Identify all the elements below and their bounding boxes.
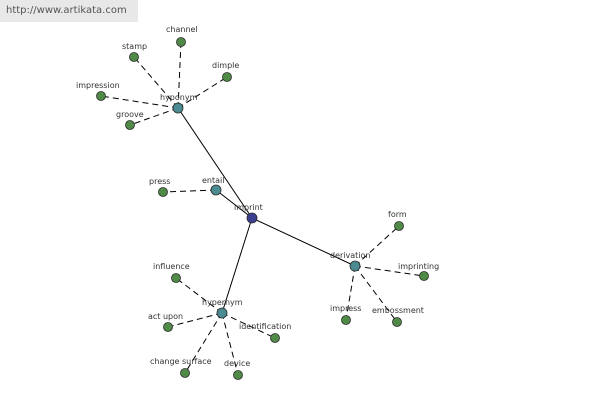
label-hypernym[interactable]: hypernym [202, 298, 243, 307]
edge-hypernym-influence [175, 277, 223, 314]
node-imprinting[interactable] [419, 271, 429, 281]
node-influence[interactable] [171, 273, 181, 283]
node-groove[interactable] [125, 120, 135, 130]
node-change-surface[interactable] [180, 368, 190, 378]
label-change-surface[interactable]: change surface [150, 357, 212, 366]
node-hypernym[interactable] [216, 307, 228, 319]
label-channel[interactable]: channel [166, 25, 198, 34]
label-influence[interactable]: influence [153, 262, 190, 271]
edge-derivation-embossment [354, 265, 398, 323]
node-form[interactable] [394, 221, 404, 231]
label-groove[interactable]: groove [116, 110, 144, 119]
labels-layer: imprint hyponym derivation hypernym entail ch… [76, 25, 439, 368]
label-center[interactable]: imprint [234, 203, 263, 212]
edge-derivation-imprinting [354, 265, 425, 277]
label-dimple[interactable]: dimple [212, 61, 239, 70]
nodes-layer [96, 37, 429, 380]
label-embossment[interactable]: embossment [372, 306, 424, 315]
label-press[interactable]: press [149, 177, 170, 186]
edge-center-derivation [251, 217, 356, 267]
node-channel[interactable] [176, 37, 186, 47]
node-dimple[interactable] [222, 72, 232, 82]
edge-center-entail [215, 189, 253, 219]
label-impression[interactable]: impression [76, 81, 120, 90]
edge-entail-press [162, 189, 217, 193]
node-stamp[interactable] [129, 52, 139, 62]
label-identification[interactable]: identification [239, 322, 291, 331]
label-device[interactable]: device [224, 359, 250, 368]
node-impress[interactable] [341, 315, 351, 325]
label-derivation[interactable]: derivation [330, 251, 370, 260]
edge-hypernym-device [221, 312, 239, 376]
label-act-upon[interactable]: act upon [148, 312, 183, 321]
edges-layer [100, 41, 425, 376]
label-entail[interactable]: entail [202, 176, 224, 185]
node-impression[interactable] [96, 91, 106, 101]
label-imprinting[interactable]: imprinting [398, 262, 439, 271]
edge-center-hyponym [177, 107, 253, 219]
node-press[interactable] [158, 187, 168, 197]
edge-derivation-form [354, 225, 400, 267]
label-form[interactable]: form [388, 210, 407, 219]
watermark-url[interactable]: http://www.artikata.com [0, 0, 138, 22]
label-hyponym[interactable]: hyponym [160, 93, 198, 102]
edge-hyponym-groove [129, 107, 179, 126]
edge-hyponym-impression [100, 95, 179, 109]
node-derivation[interactable] [349, 260, 361, 272]
edge-hyponym-channel [177, 41, 182, 109]
node-device[interactable] [233, 370, 243, 380]
label-stamp[interactable]: stamp [122, 42, 147, 51]
edge-center-hypernym [221, 217, 253, 314]
edge-derivation-impress [345, 265, 356, 321]
edge-hyponym-stamp [133, 56, 179, 109]
label-impress[interactable]: impress [330, 304, 361, 313]
node-identification[interactable] [270, 333, 280, 343]
node-hyponym[interactable] [172, 102, 184, 114]
node-entail[interactable] [210, 184, 222, 196]
node-act-upon[interactable] [163, 322, 173, 332]
node-center[interactable] [246, 212, 258, 224]
edge-hypernym-change-surface [184, 312, 223, 374]
node-embossment[interactable] [392, 317, 402, 327]
